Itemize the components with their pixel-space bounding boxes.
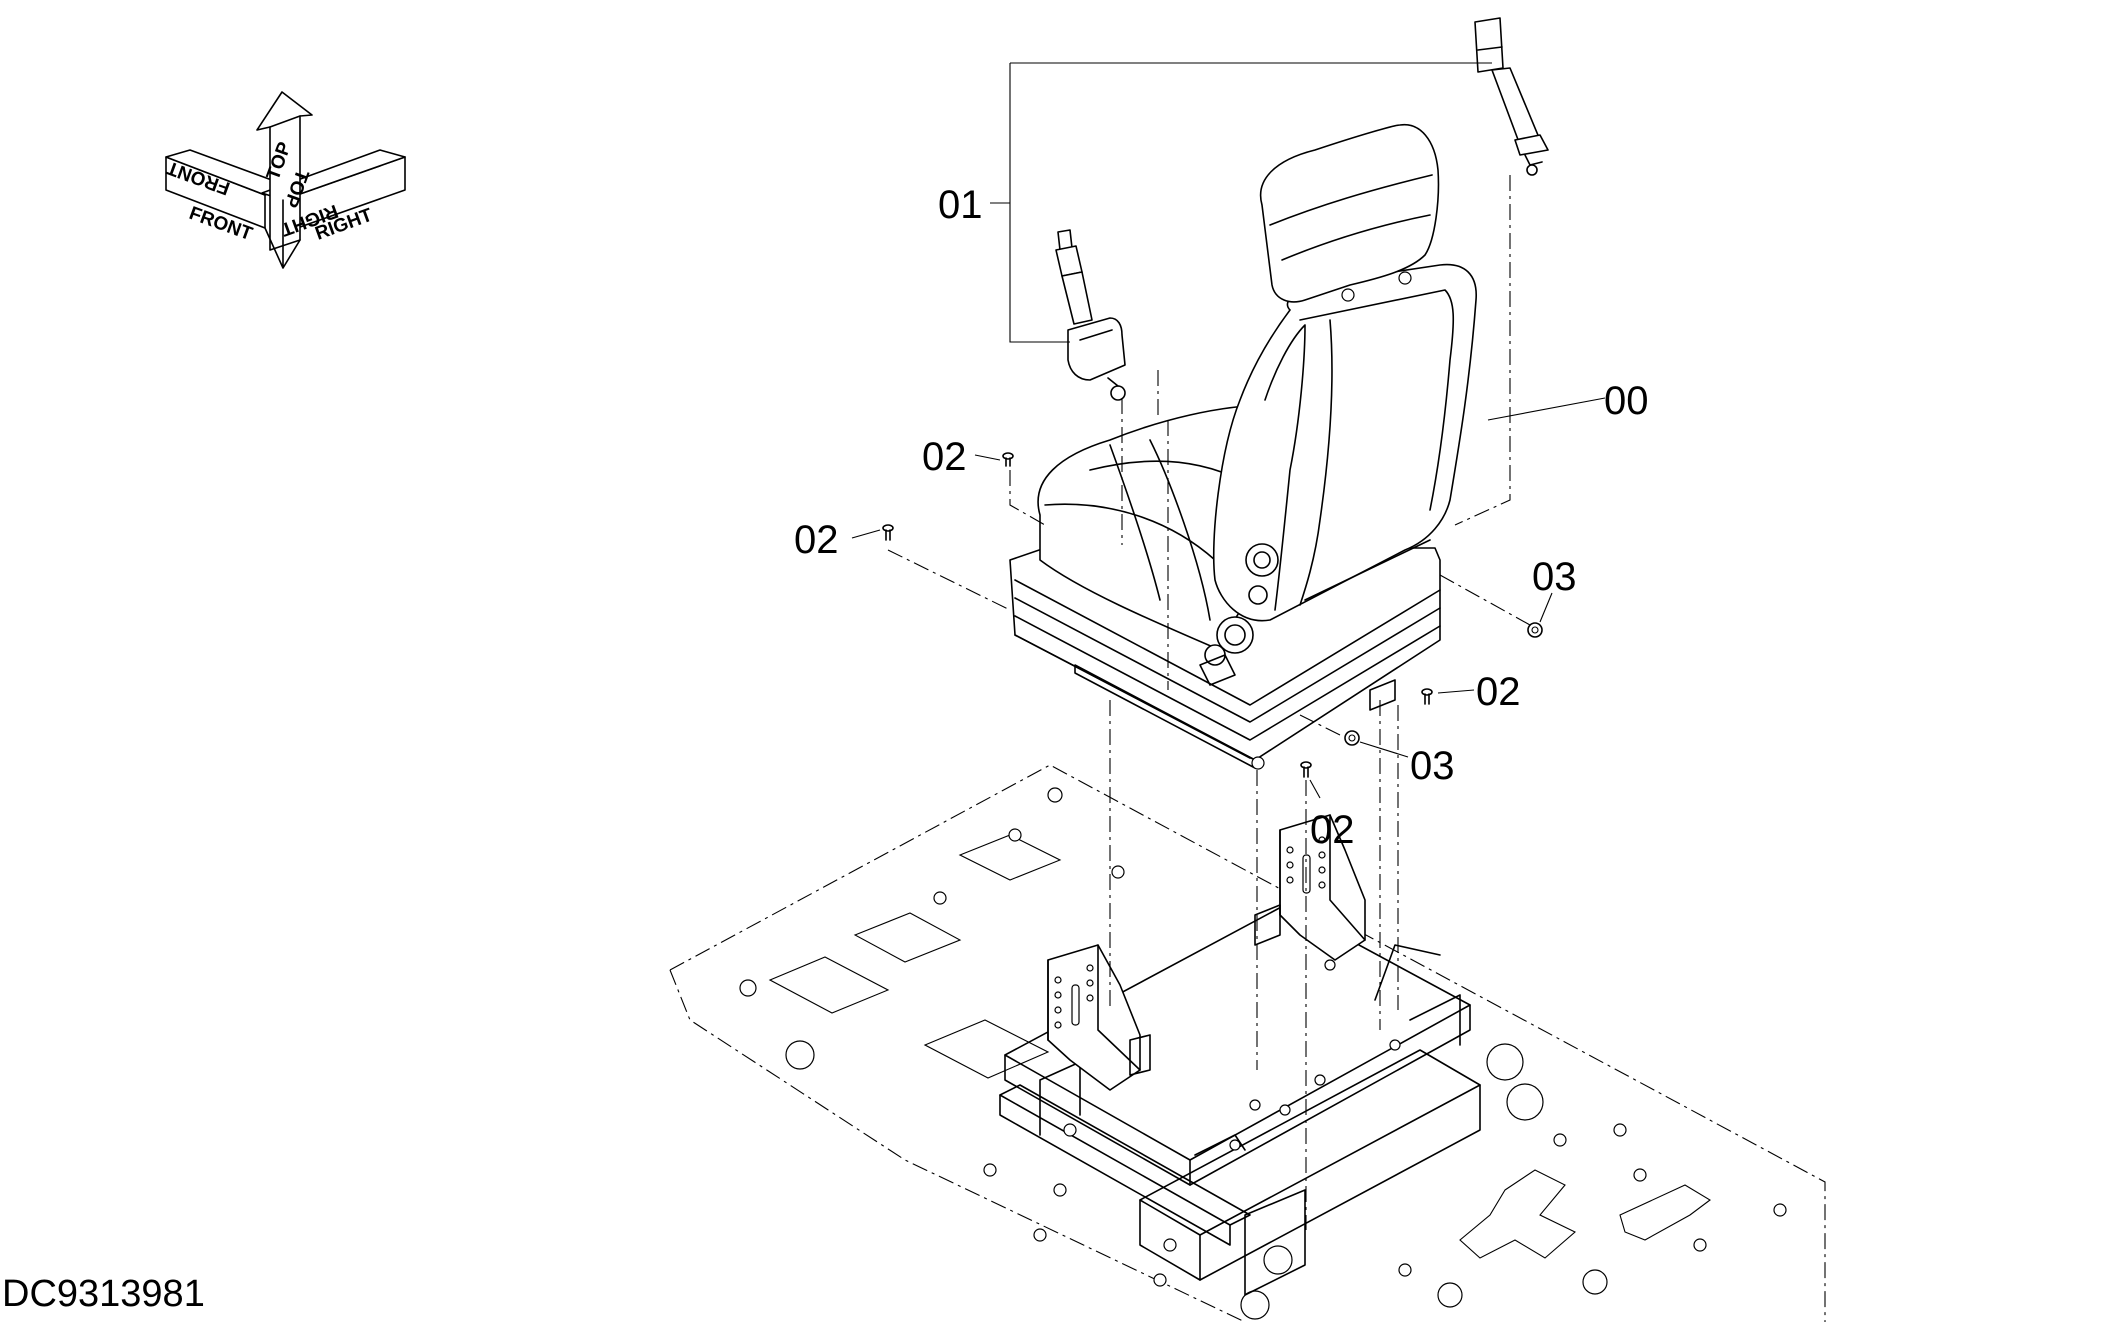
bolts: [882, 452, 1433, 778]
bracket-slot: [1071, 984, 1080, 1026]
floor-hole: [1008, 828, 1022, 842]
callout-leaders: [851, 62, 1606, 799]
bolt-head: [1053, 1183, 1067, 1197]
callout-02-b: 02: [794, 518, 839, 562]
leader-01: [990, 62, 1492, 343]
leader-03: [1539, 592, 1553, 623]
floor-cutout: [1459, 1169, 1576, 1259]
orientation-symbol: FRONT FRONT TOP TOP RIGHT RIGHT: [164, 91, 406, 269]
adjustment-knob: [1245, 543, 1279, 577]
belt-tongue: [1474, 17, 1504, 73]
floor-opening: [923, 1019, 1050, 1079]
nuts: [1344, 622, 1543, 746]
floor-hole: [1153, 1273, 1167, 1287]
floor-hole: [785, 1040, 815, 1070]
slide-handle: [1244, 1189, 1306, 1296]
slide-rail-front: [1139, 1049, 1481, 1236]
floor-opening: [853, 912, 962, 963]
seat-backrest: [1212, 263, 1477, 622]
seat-headrest: [1259, 123, 1440, 303]
bolt-hole: [1249, 1099, 1261, 1111]
bolt-hole: [1314, 1074, 1326, 1086]
floor-opening: [958, 834, 1062, 881]
callout-00: 00: [1604, 379, 1649, 423]
seat-bracket-right: [1254, 814, 1366, 961]
bolt-head: [1163, 1238, 1177, 1252]
seat-belt-retractor-side: [1474, 17, 1549, 176]
operator-seat: [1009, 123, 1477, 770]
seat-mounting-bracket: [983, 904, 1481, 1296]
floor-hole: [1033, 1228, 1047, 1242]
bolt-02: [882, 524, 894, 541]
seat-belt-buckle-side: [1055, 229, 1126, 401]
assembly-lines: [887, 175, 1531, 1230]
floor-plate-outline-back: [669, 764, 1826, 1322]
floor-hole: [1111, 865, 1125, 879]
floor-hole: [1398, 1263, 1412, 1277]
floor-hole: [1633, 1168, 1647, 1182]
bolt-02: [1002, 452, 1014, 467]
floor-hole: [1263, 1245, 1293, 1275]
floor-hole: [1582, 1269, 1608, 1295]
bolt-head: [983, 1163, 997, 1177]
floor-plate-outline-front: [669, 969, 1246, 1322]
seat-bracket-left: [1047, 944, 1151, 1091]
floor-hole: [1047, 787, 1063, 803]
leader-00: [1487, 397, 1606, 421]
recline-knob: [1216, 616, 1254, 654]
bolt-02: [1300, 761, 1312, 778]
floor-hole: [933, 891, 947, 905]
leader-02: [1437, 689, 1475, 694]
floor-cutout: [1619, 1184, 1711, 1241]
drawing-id: DC9313981: [2, 1273, 205, 1315]
top-arrow: [256, 91, 313, 251]
callout-02-c: 02: [1476, 670, 1521, 714]
floor-hole: [1613, 1123, 1627, 1137]
leader-02: [851, 529, 881, 539]
floor-hole: [1240, 1290, 1270, 1320]
callout-03-a: 03: [1532, 555, 1577, 599]
leader-02: [974, 454, 1001, 461]
nut-03: [1344, 730, 1360, 746]
belt-webbing: [1491, 67, 1541, 146]
bolt-head: [1063, 1123, 1077, 1137]
floor-hole: [1486, 1043, 1524, 1081]
floor-hole: [1773, 1203, 1787, 1217]
bolt-02: [1421, 688, 1433, 705]
callout-02-d: 02: [1310, 808, 1355, 852]
floor-opening: [768, 956, 890, 1014]
bolt-hole: [1324, 959, 1336, 971]
floor-hole: [1506, 1083, 1544, 1121]
floor-hole: [1437, 1282, 1463, 1308]
buckle-strap: [1061, 271, 1093, 325]
callout-01: 01: [938, 183, 983, 227]
bolt-hole: [1229, 1139, 1241, 1151]
buckle-housing: [1067, 317, 1126, 381]
bolt-hole: [1279, 1104, 1291, 1116]
callout-03-b: 03: [1410, 744, 1455, 788]
floor-hole: [1553, 1133, 1567, 1147]
bolt-hole: [1389, 1039, 1401, 1051]
floor-hole: [739, 979, 757, 997]
callout-labels: 01 00 02 02 02 02 03 03: [794, 183, 1649, 852]
leader-03: [1359, 741, 1409, 758]
nut-03: [1527, 622, 1543, 638]
leader-02: [1309, 779, 1321, 799]
slide-rail-left: [999, 1084, 1251, 1226]
floor-hole: [1693, 1238, 1707, 1252]
bracket-plate: [1047, 944, 1141, 1091]
callout-02-a: 02: [922, 435, 967, 479]
cab-floor-plate: [669, 764, 1826, 1322]
